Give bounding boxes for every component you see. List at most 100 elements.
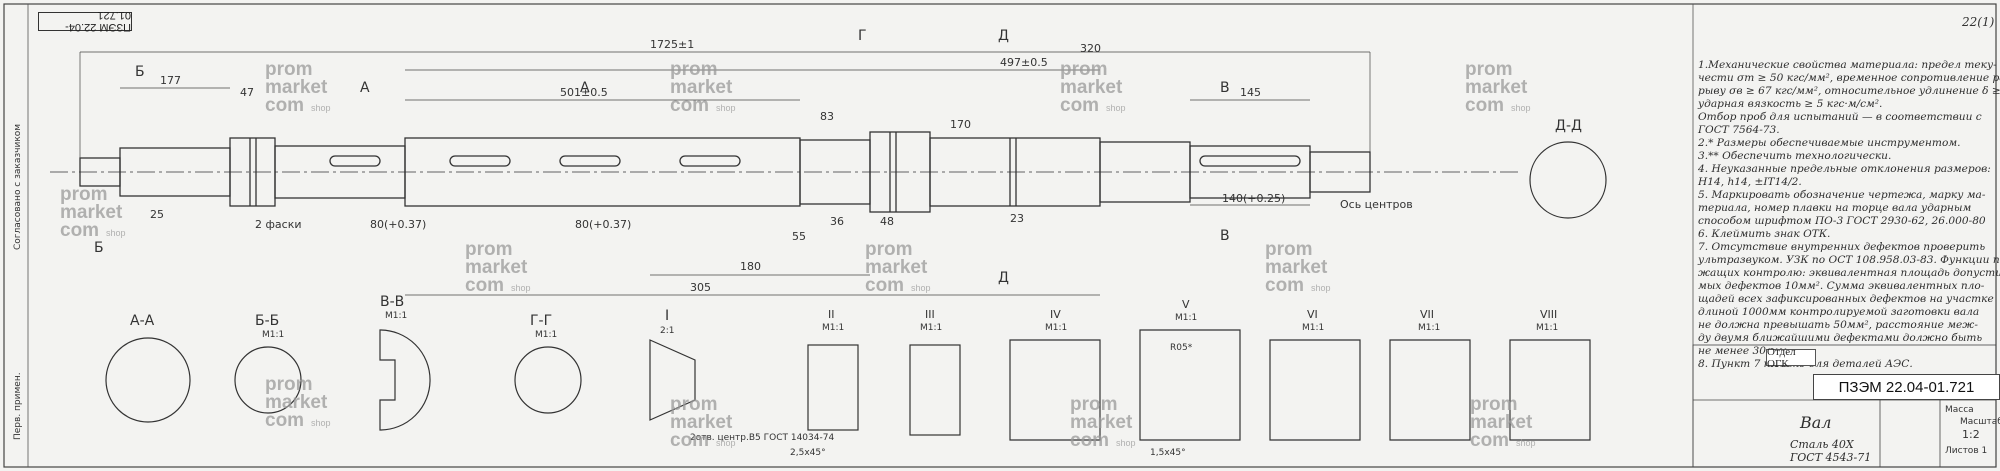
- detail-i-shape: [649, 339, 696, 421]
- detail-ii-shape: [807, 344, 859, 431]
- watermark-text: com: [670, 430, 709, 451]
- detail-i-scale: 2:1: [660, 326, 674, 336]
- section-gg-title: Г-Г: [530, 313, 552, 329]
- detail-vi-title: VI: [1307, 308, 1318, 321]
- watermark-text: com: [465, 275, 504, 296]
- watermark-shop: shop: [311, 103, 331, 113]
- marker-b-bottom: Б: [94, 240, 104, 256]
- sheet-number: 22(1): [1961, 15, 1995, 29]
- watermark-shop: shop: [1116, 438, 1136, 448]
- detail-iv-scale: М1:1: [1045, 323, 1067, 333]
- note-line: длиной 1000мм контролируемой заготовки в…: [1698, 306, 1979, 318]
- chamfer-note-2: 2,5x45°: [790, 448, 826, 458]
- watermark-shop: shop: [1511, 103, 1531, 113]
- detail-v-shape: [1139, 329, 1241, 441]
- note-line: H14, h14, ±IT14/2.: [1697, 176, 1802, 188]
- section-gg-circle: [514, 346, 582, 414]
- dim-80-b: 80(+0.37): [575, 218, 631, 231]
- title-block-frame: [1692, 344, 1997, 468]
- material-line-1: Сталь 40Х: [1790, 438, 1855, 451]
- note-line: щадей всех зафиксированных дефектов на у…: [1698, 293, 1994, 305]
- section-bb-circle: [234, 346, 302, 414]
- drawing-frame: [3, 3, 1997, 468]
- detail-ii-scale: М1:1: [822, 323, 844, 333]
- dim-25: 25: [150, 208, 164, 221]
- dim-177: 177: [160, 74, 181, 87]
- detail-vi-shape: [1269, 339, 1361, 441]
- technical-notes: 1.Механические свойства материала: преде…: [1697, 59, 2000, 370]
- marker-v-top: В: [1220, 80, 1230, 96]
- dim-497: 497±0.5: [1000, 56, 1048, 69]
- detail-iii-shape: [909, 344, 961, 436]
- note-line: 6. Клеймить знак ОТК.: [1698, 228, 1830, 240]
- label-two-chamfers: 2 фаски: [255, 218, 301, 231]
- note-line: мых дефектов 10мм². Сумма эквивалентных …: [1698, 280, 1985, 292]
- ogk-tag: Отдел ОГК: [1766, 346, 1816, 370]
- note-line: ультразвуком. УЗК по ОСТ 108.958.03-83. …: [1697, 254, 2000, 266]
- note-line: 5. Маркировать обозначение чертежа, марк…: [1698, 189, 1986, 201]
- detail-viii-title: VIII: [1540, 308, 1557, 321]
- watermark-text: com: [1070, 430, 1109, 451]
- scale-value: 1:2: [1962, 428, 1980, 441]
- watermark-text: prom: [1070, 394, 1118, 415]
- note-line: Отбор проб для испытаний — в соответстви…: [1698, 111, 1982, 123]
- detail-v-scale: М1:1: [1175, 313, 1197, 323]
- dim-36: 36: [830, 215, 844, 228]
- watermark-shop: shop: [716, 103, 736, 113]
- watermark-text: prom: [1060, 59, 1108, 80]
- watermark-text: market: [1070, 412, 1133, 433]
- detail-ii-title: II: [828, 308, 835, 321]
- dim-80-a: 80(+0.37): [370, 218, 426, 231]
- marker-a-top-2: А: [580, 80, 590, 96]
- marker-v-bottom: В: [1220, 228, 1230, 244]
- keyway-5: [1199, 155, 1301, 167]
- watermark-shop: shop: [511, 283, 531, 293]
- watermark-text: market: [865, 257, 928, 278]
- note-line: ду двумя ближайшими дефектами должно быт…: [1698, 332, 1982, 344]
- section-vv-title: В-В: [380, 294, 404, 310]
- marker-a-top: А: [360, 80, 370, 96]
- dim-48: 48: [880, 215, 894, 228]
- section-bb-title: Б-Б: [255, 313, 279, 329]
- watermark-text: com: [670, 95, 709, 116]
- watermark-text: market: [265, 77, 328, 98]
- detail-v-title: V: [1182, 298, 1190, 311]
- watermark-text: com: [865, 275, 904, 296]
- detail-vii-shape: [1389, 339, 1471, 441]
- shaft-main-view: [50, 131, 1520, 213]
- watermark-shop: shop: [911, 283, 931, 293]
- watermark-text: prom: [670, 394, 718, 415]
- dim-320: 320: [1080, 42, 1101, 55]
- marker-d-top: Д: [998, 28, 1009, 44]
- watermark-text: market: [1470, 412, 1533, 433]
- watermark-text: market: [60, 202, 123, 223]
- title-block: [1692, 344, 1997, 468]
- detail-vi-scale: М1:1: [1302, 323, 1324, 333]
- dim-47: 47: [240, 86, 254, 99]
- dim-140: 140(+0.25): [1222, 192, 1285, 205]
- dim-305: 305: [690, 281, 711, 294]
- left-margin-note: Согласовано с заказчиком: [13, 124, 23, 250]
- watermark-shop: shop: [106, 228, 126, 238]
- watermark-shop: shop: [311, 418, 331, 428]
- watermark-text: market: [265, 392, 328, 413]
- scale-label: Масштаб: [1960, 417, 2000, 427]
- note-line: жащих контролю: эквивалентная площадь до…: [1698, 267, 2000, 279]
- watermark-text: market: [670, 412, 733, 433]
- sheet-label: Листов 1: [1945, 446, 1987, 456]
- section-gg-scale: М1:1: [535, 330, 557, 340]
- label-centers-axis: Ось центров: [1340, 198, 1413, 211]
- watermark-text: com: [60, 220, 99, 241]
- watermark-text: prom: [1470, 394, 1518, 415]
- watermark-text: com: [265, 95, 304, 116]
- dim-55: 55: [792, 230, 806, 243]
